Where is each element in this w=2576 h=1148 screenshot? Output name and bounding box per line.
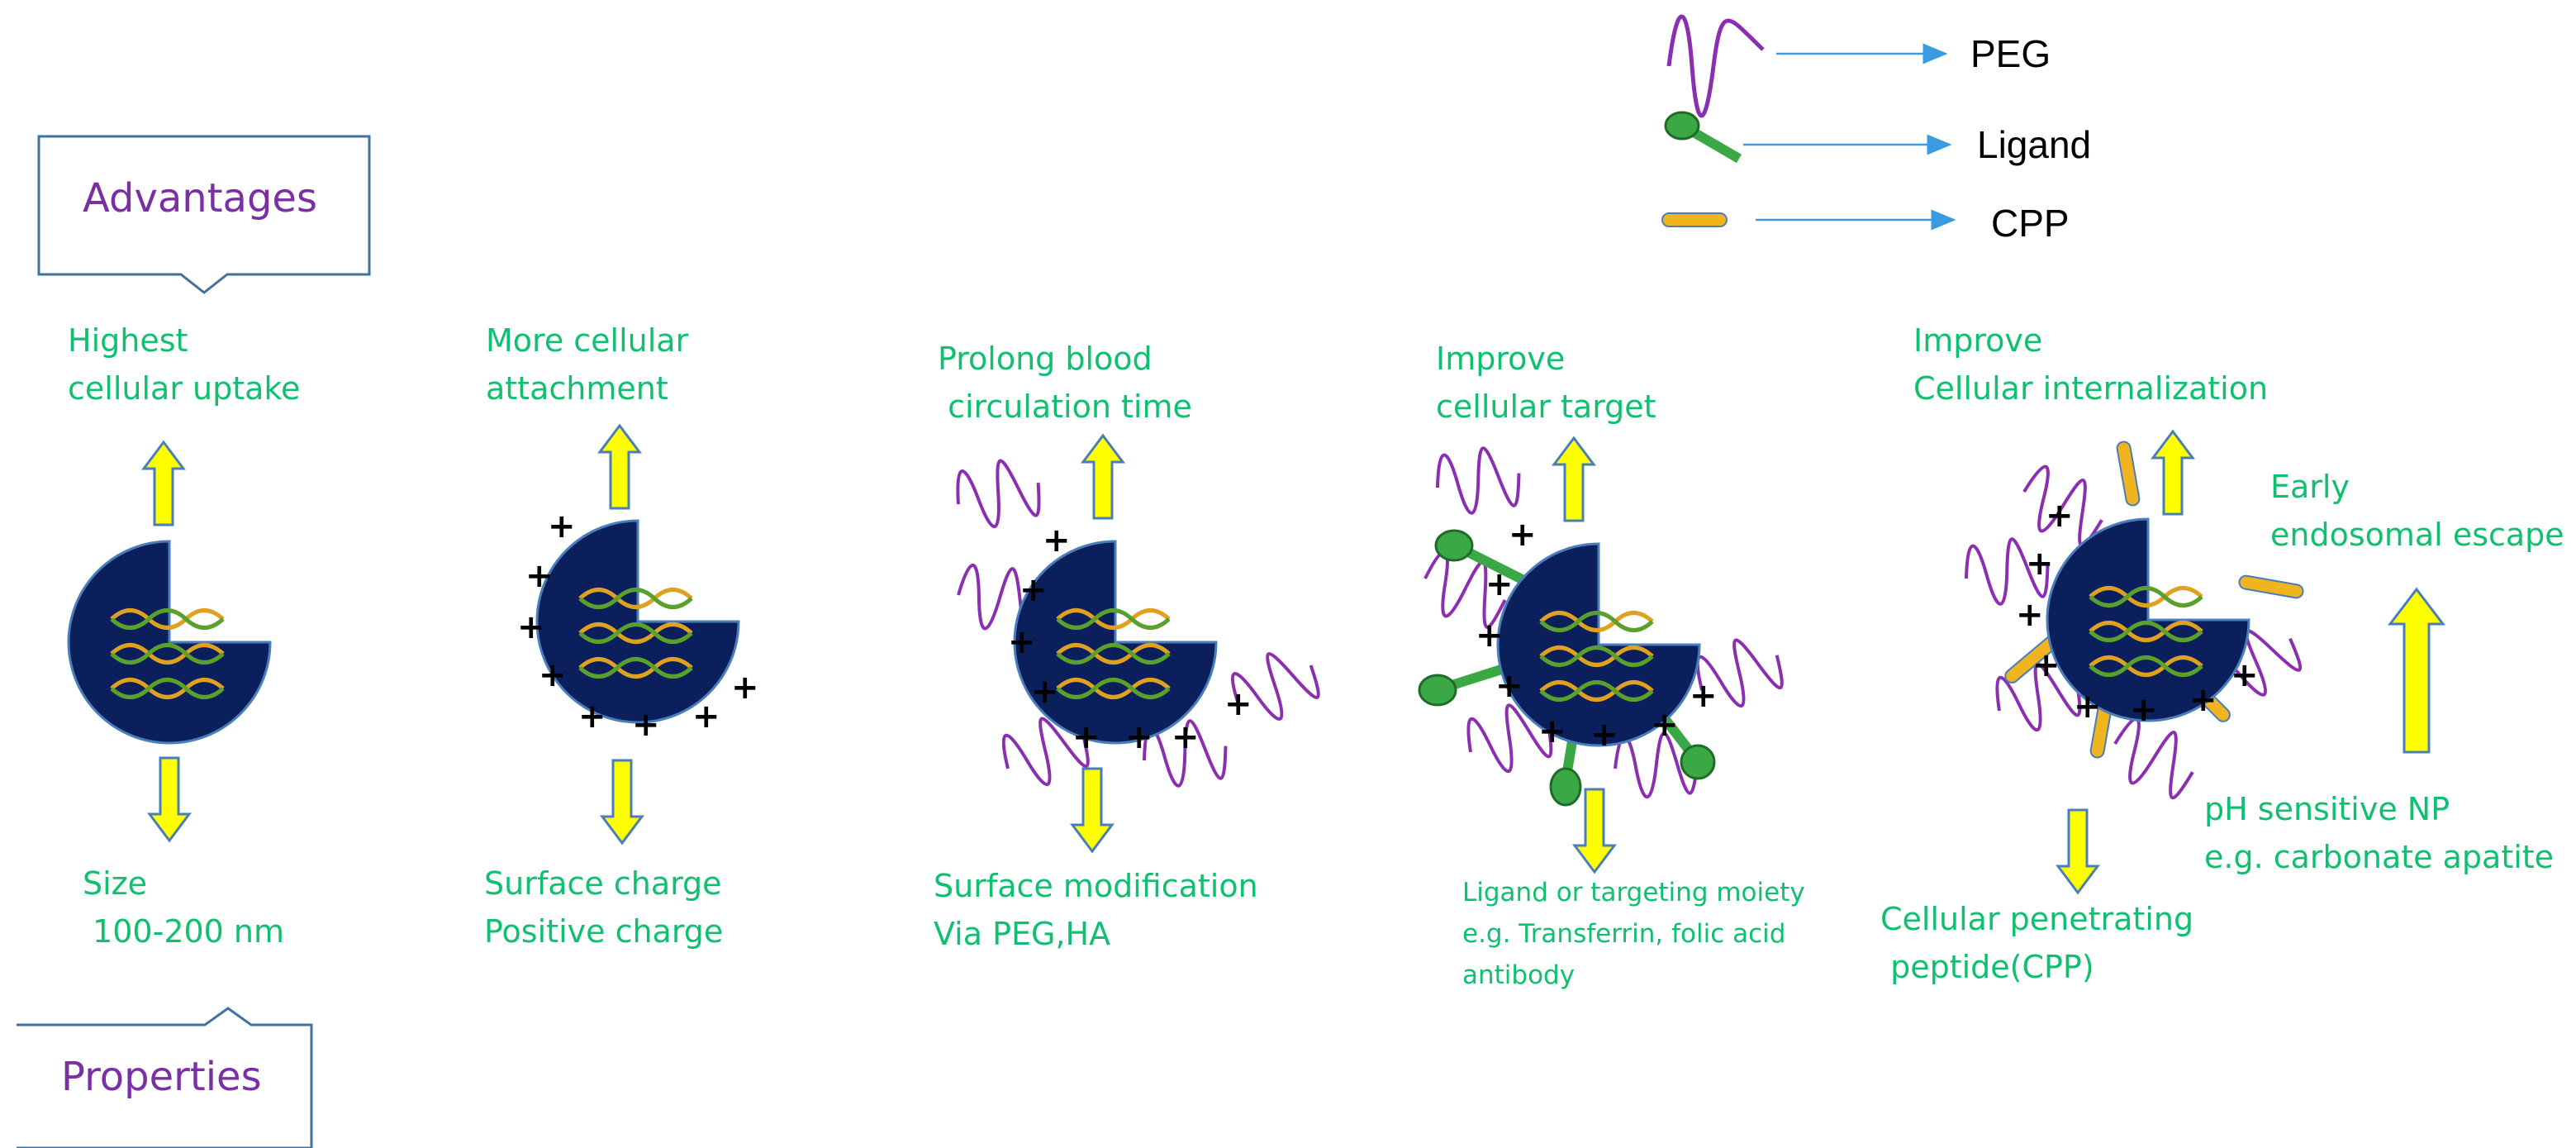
- plus-sign: +: [1538, 712, 1566, 750]
- arrow-up-col3: [1081, 434, 1124, 520]
- plus-sign: +: [2026, 545, 2054, 583]
- property-ph-sensitive: pH sensitive NP e.g. carbonate apatite: [2204, 791, 2555, 875]
- advantage-col2: More cellular attachment: [486, 322, 689, 407]
- plus-sign: +: [1019, 571, 1048, 609]
- property-col4: Ligand or targeting moiety e.g. Transfer…: [1462, 878, 1805, 990]
- plus-sign: +: [1690, 677, 1718, 715]
- plus-sign: +: [1476, 617, 1504, 655]
- plus-sign: +: [2046, 497, 2074, 535]
- plus-sign: +: [2016, 596, 2044, 634]
- plus-sign: +: [525, 557, 554, 595]
- arrow-up-col1: [142, 441, 185, 526]
- legend-ligand-label: Ligand: [1977, 123, 2092, 166]
- advantages-label: Advantages: [83, 175, 317, 222]
- property-col3: Surface modification Via PEG,HA: [934, 868, 1258, 952]
- property-col5: Cellular penetrating peptide(CPP): [1880, 901, 2194, 985]
- plus-sign: +: [1651, 706, 1679, 744]
- legend-ligand-icon: [1664, 111, 1742, 164]
- plus-sign: +: [1031, 673, 1059, 711]
- properties-label: Properties: [61, 1054, 262, 1100]
- property-col1: Size 100-200 nm: [83, 865, 285, 950]
- plus-sign: +: [2032, 646, 2060, 684]
- arrow-down-col4: [1573, 788, 1616, 874]
- advantage-col1: Highest cellular uptake: [68, 322, 301, 407]
- plus-sign: +: [1043, 522, 1071, 560]
- plus-sign: +: [2130, 691, 2158, 729]
- plus-sign: +: [1172, 718, 1200, 756]
- arrow-down-col2: [601, 759, 644, 845]
- charge-plus-signs: + + + + + + + + + + + + + + + + + + + + + + + + + + + + + + + +: [517, 497, 2259, 756]
- plus-sign: +: [1590, 716, 1618, 754]
- plus-sign: +: [1485, 565, 1514, 603]
- plus-sign: +: [548, 507, 576, 545]
- property-col2: Surface charge Positive charge: [484, 865, 724, 950]
- advantage-col4: Improve cellular target: [1436, 341, 1656, 425]
- plus-sign: +: [517, 608, 545, 646]
- arrow-up-endosomal: [2387, 587, 2446, 754]
- legend-peg-icon: [1666, 14, 1765, 118]
- plus-sign: +: [578, 698, 606, 736]
- arrow-up-col4: [1552, 436, 1595, 522]
- arrow-up-col5: [2151, 430, 2194, 516]
- plus-sign: +: [2231, 656, 2259, 694]
- plus-sign: +: [1509, 516, 1537, 554]
- legend-cpp-label: CPP: [1991, 202, 2070, 245]
- plus-sign: +: [1224, 685, 1252, 723]
- arrow-down-col3: [1071, 767, 1114, 853]
- plus-sign: +: [632, 706, 660, 744]
- arrow-up-col2: [598, 424, 641, 510]
- plus-sign: +: [692, 698, 720, 736]
- arrow-down-col5: [2056, 808, 2099, 894]
- nanoparticle-col1: [69, 541, 270, 743]
- plus-sign: +: [539, 656, 567, 694]
- plus-sign: +: [731, 669, 759, 707]
- legend-peg-label: PEG: [1970, 32, 2051, 75]
- advantage-col5: Improve Cellular internalization: [1913, 322, 2269, 407]
- legend-cpp-icon: [1661, 212, 1728, 227]
- properties-callout: [17, 1007, 313, 1148]
- plus-sign: +: [1008, 623, 1036, 661]
- nanoparticle-col2: [537, 521, 739, 722]
- plus-sign: +: [1125, 718, 1153, 756]
- arrow-down-col1: [148, 756, 191, 842]
- plus-sign: +: [1072, 718, 1100, 756]
- plus-sign: +: [2189, 681, 2217, 719]
- advantage-col3: Prolong blood circulation time: [938, 341, 1192, 425]
- advantages-callout: [37, 135, 371, 294]
- advantage-endosomal: Early endosomal escape: [2270, 469, 2564, 553]
- plus-sign: +: [1495, 667, 1523, 705]
- plus-sign: +: [2074, 688, 2102, 726]
